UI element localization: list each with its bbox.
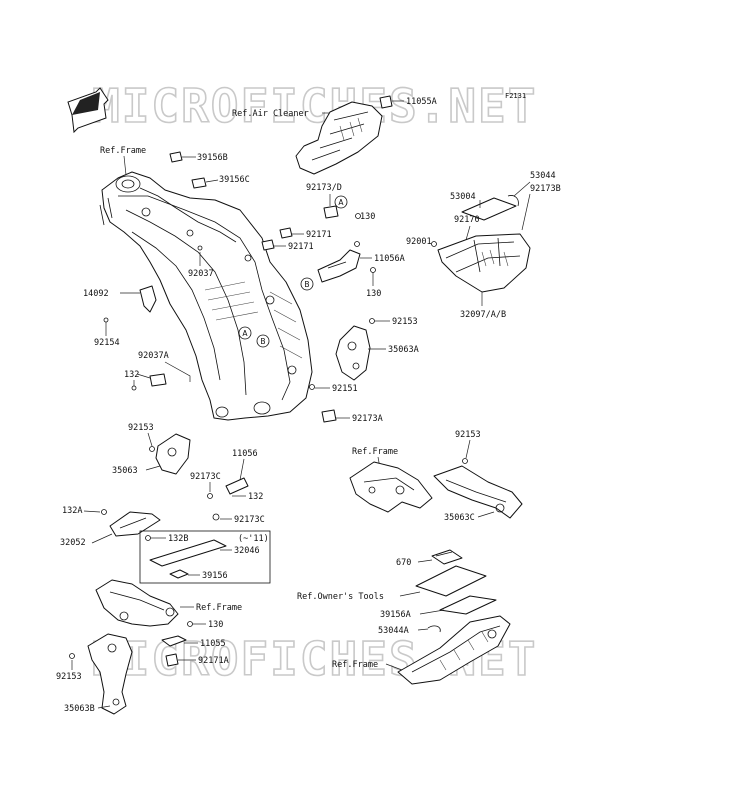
label-92173b: 92173B — [530, 184, 561, 194]
label-14092: 14092 — [83, 289, 109, 299]
svg-text:A: A — [242, 329, 248, 338]
label-132: 132 — [124, 370, 139, 380]
main-frame — [99, 171, 313, 421]
footrest-bracket-35063c — [433, 465, 523, 519]
frame-lower-left — [95, 579, 179, 627]
clip-11055a — [379, 95, 393, 109]
label-11-note: (~'11) — [238, 534, 269, 544]
bracket-11056a — [317, 249, 361, 283]
label-132b: 132B — [168, 534, 188, 544]
marker-a-upper: A — [334, 195, 348, 209]
label-92171a: 92171A — [198, 656, 229, 666]
label-ref-frame-4: Ref.Frame — [196, 603, 242, 613]
label-53044: 53044 — [530, 171, 556, 181]
label-92153-b: 92153 — [128, 423, 154, 433]
label-ref-frame-3: Ref.Frame — [332, 660, 378, 670]
label-92037: 92037 — [188, 269, 214, 279]
svg-text:B: B — [260, 337, 265, 346]
label-ref-owners-tools: Ref.Owner's Tools — [297, 592, 384, 602]
label-92154: 92154 — [94, 338, 120, 348]
cover-32046 — [149, 539, 227, 567]
clip-92171-b — [261, 239, 275, 251]
label-130-b: 130 — [366, 289, 381, 299]
label-35063: 35063 — [112, 466, 138, 476]
variant-box — [139, 530, 271, 584]
label-32097: 32097/A/B — [460, 310, 506, 320]
marker-a-frame: A — [238, 326, 252, 340]
strap-53044 — [507, 195, 519, 207]
label-130-c: 130 — [208, 620, 223, 630]
clip-92037a — [149, 373, 167, 387]
label-39156b: 39156B — [197, 153, 228, 163]
label-92171-b: 92171 — [288, 242, 314, 252]
owners-tools-pouch — [415, 565, 487, 597]
label-92001: 92001 — [406, 237, 432, 247]
strap-53044a — [427, 625, 441, 633]
air-cleaner-cover — [295, 101, 383, 175]
footrest-bracket-35063a — [335, 325, 371, 381]
label-35063c: 35063C — [444, 513, 475, 523]
marker-b-frame: B — [256, 334, 270, 348]
strap-670 — [431, 549, 463, 565]
watermark-top: MICROFICHES.NET — [92, 79, 537, 133]
label-92173c-1: 92173C — [190, 472, 221, 482]
label-92173c-2: 92173C — [234, 515, 265, 525]
clip-92173d — [323, 205, 339, 219]
clip-92171-a — [279, 227, 293, 239]
battery-case-32097 — [437, 233, 531, 293]
svg-text:A: A — [338, 198, 344, 207]
label-32052: 32052 — [60, 538, 86, 548]
label-ref-frame-2: Ref.Frame — [352, 447, 398, 457]
label-92037a: 92037A — [138, 351, 169, 361]
bracket-14092 — [139, 285, 157, 313]
label-11055a: 11055A — [406, 97, 437, 107]
label-39156: 39156 — [202, 571, 228, 581]
pad-53004 — [461, 197, 517, 221]
rear-frame-tray — [397, 615, 511, 685]
label-132-b: 132 — [248, 492, 263, 502]
label-11056: 11056 — [232, 449, 258, 459]
pad-39156b — [169, 151, 183, 163]
figure-id: F2131 — [505, 92, 526, 100]
label-670: 670 — [396, 558, 411, 568]
label-35063b: 35063B — [64, 704, 95, 714]
label-92153-c: 92153 — [455, 430, 481, 440]
pad-39156c — [191, 177, 207, 189]
label-11056a: 11056A — [374, 254, 405, 264]
label-53044a: 53044A — [378, 626, 409, 636]
label-35063a: 35063A — [388, 345, 419, 355]
label-92153-d: 92153 — [56, 672, 82, 682]
bracket-11056 — [225, 477, 249, 495]
label-92153-a: 92153 — [392, 317, 418, 327]
label-39156a: 39156A — [380, 610, 411, 620]
label-ref-frame-1: Ref.Frame — [100, 146, 146, 156]
front-arrow-icon: FRONT — [67, 87, 109, 134]
clip-92171a — [165, 653, 179, 667]
pad-39156 — [169, 569, 189, 579]
label-92171-a: 92171 — [306, 230, 332, 240]
frame-bracket-right — [349, 461, 433, 513]
label-92170: 92170 — [454, 215, 480, 225]
label-132a: 132A — [62, 506, 82, 516]
svg-text:B: B — [304, 280, 309, 289]
label-130-a: 130 — [360, 212, 375, 222]
bracket-32052 — [109, 511, 161, 537]
label-39156c: 39156C — [219, 175, 250, 185]
label-ref-air-cleaner: Ref.Air Cleaner — [232, 109, 309, 119]
label-92173d: 92173/D — [306, 183, 342, 193]
label-11055: 11055 — [200, 639, 226, 649]
marker-b-upper: B — [300, 277, 314, 291]
label-92173a: 92173A — [352, 414, 383, 424]
clip-92173a — [321, 409, 337, 423]
label-53004: 53004 — [450, 192, 476, 202]
footrest-bracket-35063b — [87, 633, 133, 715]
label-32046: 32046 — [234, 546, 260, 556]
bracket-11055 — [161, 635, 187, 647]
pad-39156a — [439, 595, 497, 615]
footrest-bracket-35063 — [155, 433, 191, 475]
label-92151: 92151 — [332, 384, 358, 394]
